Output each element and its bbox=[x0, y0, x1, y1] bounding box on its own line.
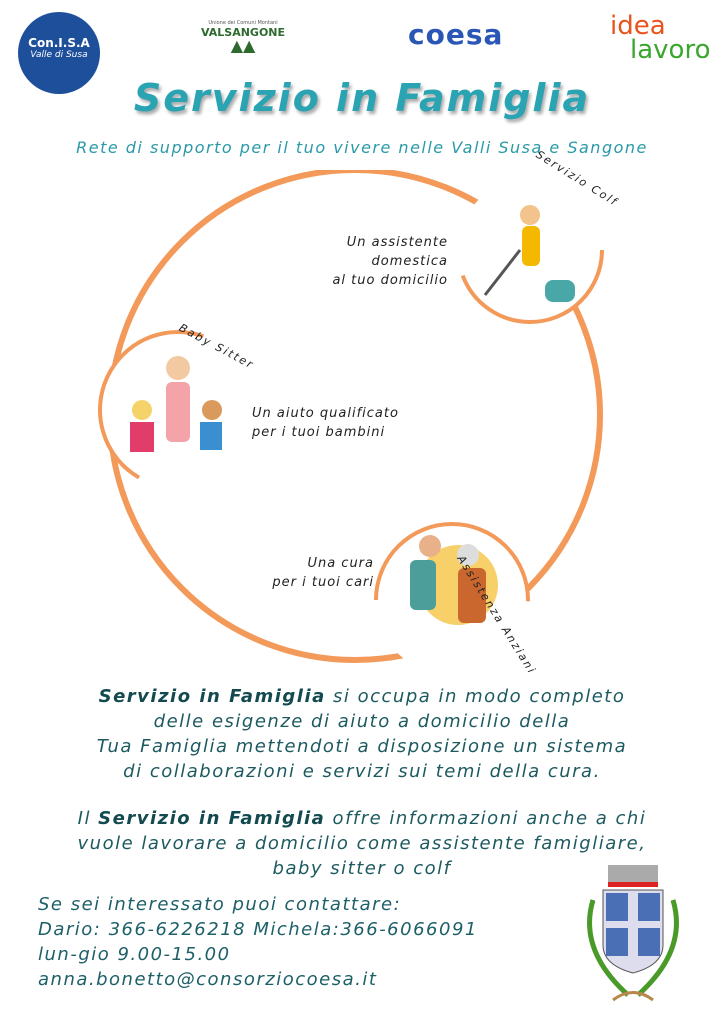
anziani-line: Una cura bbox=[307, 556, 374, 571]
colf-line: al tuo domicilio bbox=[332, 273, 448, 288]
anziani-line: per i tuoi cari bbox=[272, 575, 374, 590]
babysitter-illustration bbox=[130, 356, 222, 452]
babysitter-description: Un aiuto qualificato per i tuoi bambini bbox=[252, 404, 399, 442]
service-name: Servizio in Famiglia bbox=[98, 808, 326, 829]
page-title: Servizio in Famiglia bbox=[133, 76, 591, 120]
elderly-care-illustration bbox=[410, 535, 498, 625]
coesa-logo: coesa bbox=[408, 18, 504, 51]
para-line: Tua Famiglia mettendoti a disposizione u… bbox=[96, 736, 628, 757]
para-line: baby sitter o colf bbox=[272, 858, 452, 879]
anziani-description: Una cura per i tuoi cari bbox=[260, 554, 374, 592]
municipal-crest-icon bbox=[587, 865, 679, 1002]
page-subtitle: Rete di supporto per il tuo vivere nelle… bbox=[76, 138, 648, 157]
babysitter-line: per i tuoi bambini bbox=[252, 425, 386, 440]
para-line: si occupa in modo completo bbox=[325, 686, 626, 707]
housekeeper-illustration bbox=[483, 205, 575, 302]
contact-block: Se sei interessato puoi contattare: Dari… bbox=[38, 892, 478, 992]
contact-hours: lun-gio 9.00-15.00 bbox=[38, 944, 231, 965]
babysitter-line: Un aiuto qualificato bbox=[252, 406, 399, 421]
valsangone-logo-text: VALSANGONE bbox=[200, 26, 286, 39]
colf-line: domestica bbox=[371, 254, 448, 269]
contact-email-link[interactable]: anna.bonetto@consorziocoesa.it bbox=[38, 969, 378, 990]
service-name: Servizio in Famiglia bbox=[98, 686, 326, 707]
description-paragraph: Servizio in Famiglia si occupa in modo c… bbox=[0, 684, 724, 784]
consisa-logo-sub: Valle di Susa bbox=[30, 50, 88, 60]
para-line: di collaborazioni e servizi sui temi del… bbox=[123, 761, 601, 782]
para-line: offre informazioni anche a chi bbox=[325, 808, 647, 829]
contact-intro: Se sei interessato puoi contattare: bbox=[38, 894, 402, 915]
para-line: vuole lavorare a domicilio come assisten… bbox=[77, 833, 647, 854]
info-paragraph: Il Servizio in Famiglia offre informazio… bbox=[0, 806, 724, 881]
colf-description: Un assistente domestica al tuo domicilio bbox=[290, 233, 448, 290]
services-diagram bbox=[98, 170, 604, 670]
consisa-logo-text: Con.I.S.A bbox=[28, 36, 90, 50]
trees-icon: ▲▲ bbox=[230, 36, 256, 55]
colf-line: Un assistente bbox=[346, 235, 448, 250]
contact-phones[interactable]: Dario: 366-6226218 Michela:366-6066091 bbox=[38, 919, 478, 940]
para-line: Il bbox=[77, 808, 99, 829]
valsangone-logo-sub: Unione dei Comuni Montani bbox=[208, 20, 278, 26]
idea-text: idea bbox=[610, 11, 666, 41]
lavoro-text: lavoro bbox=[630, 35, 711, 65]
para-line: delle esigenze di aiuto a domicilio dell… bbox=[153, 711, 571, 732]
